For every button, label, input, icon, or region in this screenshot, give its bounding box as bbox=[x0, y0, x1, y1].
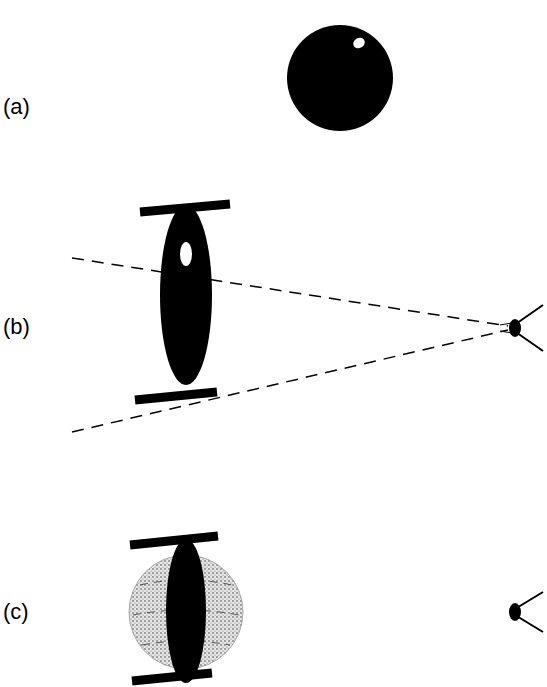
eye-symbol bbox=[509, 592, 543, 632]
stippled-sphere bbox=[129, 536, 243, 683]
eye-symbol bbox=[500, 305, 543, 351]
panel-label: (c) bbox=[3, 601, 29, 623]
sphere bbox=[287, 25, 393, 131]
panel-label: (b) bbox=[3, 316, 30, 338]
lens-view bbox=[72, 204, 508, 432]
panel-label: (a) bbox=[3, 96, 30, 118]
